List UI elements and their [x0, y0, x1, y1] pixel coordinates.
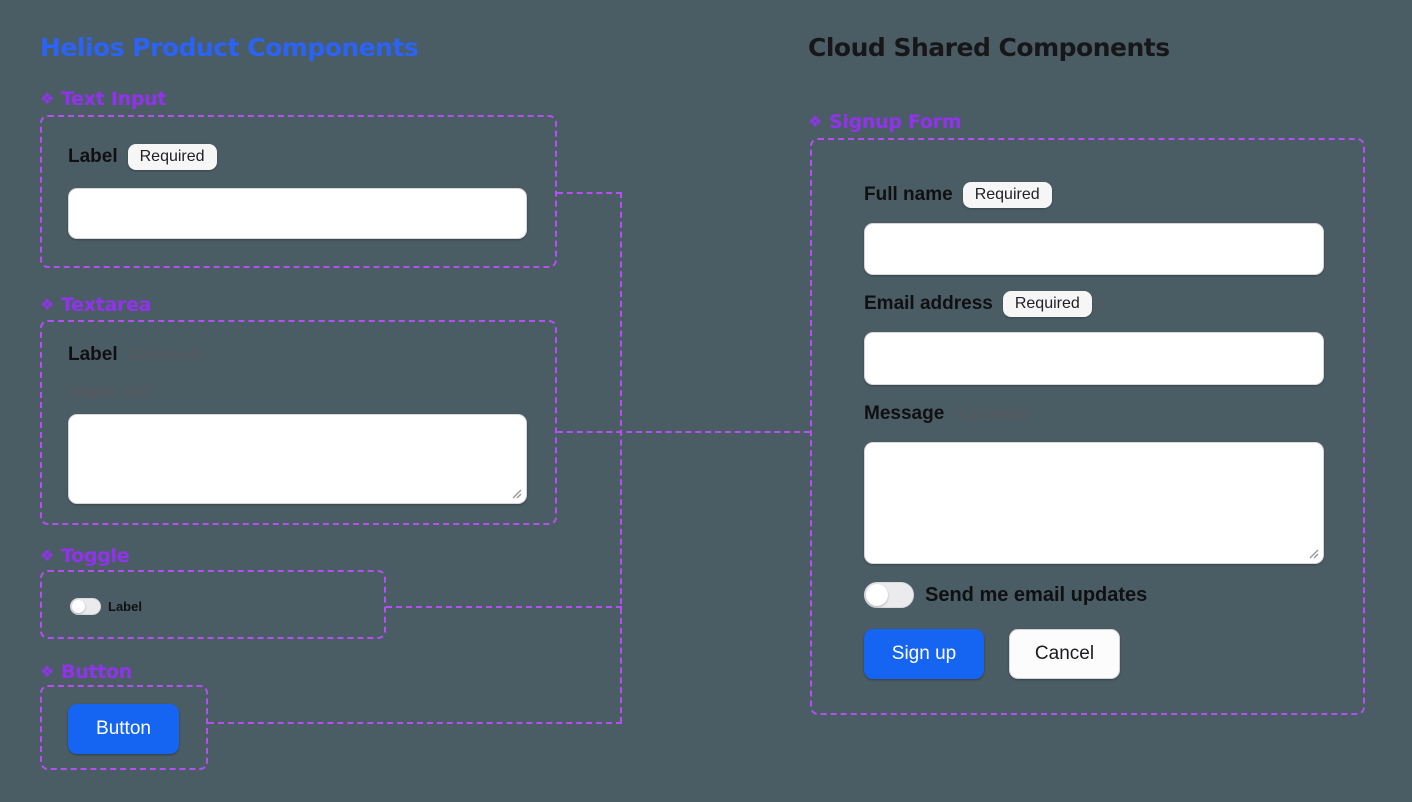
email-updates-toggle[interactable]: [864, 582, 914, 608]
component-diamond-icon: ❖: [40, 546, 55, 565]
toggle-knob: [72, 600, 85, 613]
toggle-label: Label: [108, 599, 142, 614]
component-label-text: Button: [61, 661, 132, 683]
required-badge: Required: [962, 182, 1052, 208]
right-panel-title: Cloud Shared Components: [808, 33, 1170, 62]
component-diamond-icon: ❖: [40, 295, 55, 314]
resize-grip-icon[interactable]: [510, 487, 522, 499]
toggle-switch[interactable]: [70, 598, 101, 615]
text-input-field-label: Label: [68, 146, 118, 167]
resize-grip-icon[interactable]: [1307, 547, 1319, 559]
signup-form-component-frame: Full name Required Email address Require…: [810, 138, 1365, 715]
email-updates-label: Send me email updates: [925, 584, 1148, 606]
left-panel-title: Helios Product Components: [40, 33, 419, 62]
component-label-text: Textarea: [61, 294, 152, 316]
textarea-component-frame: Label (Optional) Helper text: [40, 320, 557, 525]
component-label-button: ❖ Button: [40, 661, 132, 683]
toggle-component-frame: Label: [40, 570, 386, 639]
textarea-field[interactable]: [68, 414, 527, 504]
helper-text: Helper text: [68, 382, 151, 401]
component-label-textarea: ❖ Textarea: [40, 294, 152, 316]
connector-text-input: [557, 192, 622, 194]
full-name-label: Full name: [864, 184, 953, 205]
component-label-text-input: ❖ Text Input: [40, 88, 166, 110]
required-badge: Required: [127, 144, 217, 170]
component-label-toggle: ❖ Toggle: [40, 545, 130, 567]
component-button[interactable]: Button: [68, 704, 179, 754]
toggle-knob: [866, 584, 888, 606]
email-label: Email address: [864, 293, 993, 314]
text-input-field[interactable]: [68, 188, 527, 239]
message-textarea[interactable]: [864, 442, 1324, 564]
component-label-text: Signup Form: [829, 111, 962, 133]
optional-hint: (Optional): [127, 345, 203, 364]
button-component-frame: Button: [40, 685, 208, 770]
message-label: Message: [864, 403, 945, 424]
optional-hint: (Optional): [954, 404, 1029, 423]
component-label-signup-form: ❖ Signup Form: [808, 111, 962, 133]
component-diamond-icon: ❖: [40, 89, 55, 108]
required-badge: Required: [1002, 291, 1092, 317]
text-input-component-frame: Label Required: [40, 115, 557, 268]
connector-toggle: [386, 606, 622, 608]
connector-textarea-to-form: [557, 431, 810, 433]
connector-button: [208, 722, 622, 724]
textarea-field-label: Label: [68, 344, 118, 365]
component-label-text: Toggle: [61, 545, 130, 567]
connector-trunk: [620, 192, 622, 723]
full-name-input[interactable]: [864, 223, 1324, 275]
sign-up-button[interactable]: Sign up: [864, 629, 984, 679]
component-label-text: Text Input: [61, 88, 167, 110]
component-diamond-icon: ❖: [40, 662, 55, 681]
cancel-button[interactable]: Cancel: [1009, 629, 1120, 679]
component-diamond-icon: ❖: [808, 112, 823, 131]
email-input[interactable]: [864, 332, 1324, 385]
